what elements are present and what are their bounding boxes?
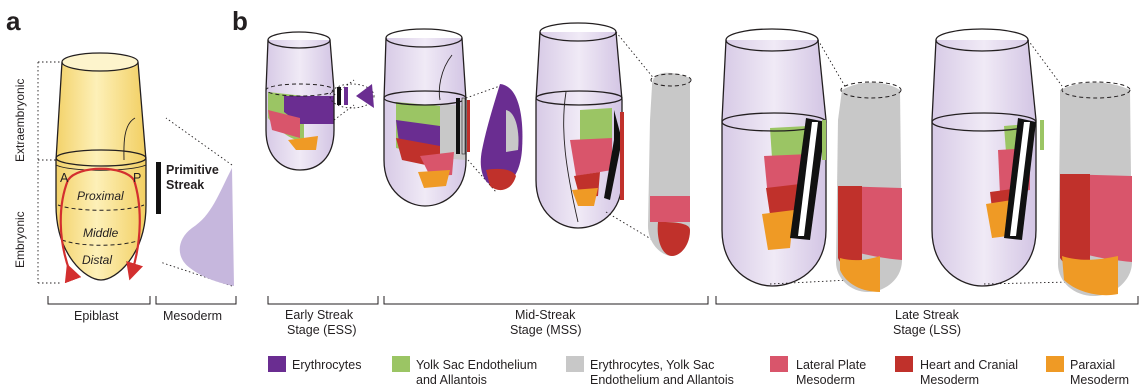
middle-label: Middle bbox=[83, 226, 119, 240]
mesoderm-label: Mesoderm bbox=[163, 309, 222, 323]
posterior-label: P bbox=[133, 171, 141, 185]
primitive-streak-label-1: Primitive bbox=[166, 163, 219, 177]
stage-ess-line1: Early Streak bbox=[285, 308, 354, 322]
legend-swatch bbox=[1046, 356, 1064, 372]
distal-label: Distal bbox=[82, 253, 112, 267]
panel-a-letter: a bbox=[6, 6, 21, 36]
embryonic-label: Embryonic bbox=[13, 211, 27, 268]
legend-item-paraxial: Paraxial Mesoderm bbox=[1046, 356, 1129, 387]
embryo-mss-1 bbox=[384, 29, 522, 206]
panel-a: a Extraembryonic Embryonic A P Proximal … bbox=[6, 6, 236, 323]
legend-label-line2: Mesoderm bbox=[796, 373, 855, 387]
stage-mss-line1: Mid-Streak bbox=[515, 308, 576, 322]
panel-b: b bbox=[232, 6, 1138, 337]
legend-label-line2: and Allantois bbox=[416, 373, 487, 387]
stage-ess-line2: Stage (ESS) bbox=[287, 323, 356, 337]
embryo-lss-1 bbox=[722, 29, 902, 292]
legend-item-lateral-plate: Lateral Plate Mesoderm bbox=[770, 356, 866, 387]
legend-swatch bbox=[268, 356, 286, 372]
legend-label-line1: Paraxial bbox=[1070, 358, 1115, 372]
legend-label-line1: Heart and Cranial bbox=[920, 358, 1018, 372]
legend-swatch bbox=[392, 356, 410, 372]
extraembryonic-label: Extraembryonic bbox=[13, 79, 27, 162]
legend-swatch bbox=[566, 356, 584, 372]
stage-mss-line2: Stage (MSS) bbox=[510, 323, 582, 337]
proximal-label: Proximal bbox=[77, 189, 124, 203]
embryo-lss-2 bbox=[932, 29, 1132, 296]
legend-label-line1: Yolk Sac Endothelium bbox=[416, 358, 537, 372]
embryo-mss-2 bbox=[536, 23, 691, 256]
legend-label-line1: Erythrocytes, Yolk Sac bbox=[590, 358, 714, 372]
legend-label-line2: Endothelium and Allantois bbox=[590, 373, 734, 387]
legend-label-line1: Erythrocytes bbox=[292, 358, 361, 372]
panel-a-egg-cylinder: A P Proximal Middle Distal bbox=[56, 53, 146, 280]
legend-item-heart-cranial: Heart and Cranial Mesoderm bbox=[895, 356, 1018, 387]
legend-item-yolk-sac: Yolk Sac Endothelium and Allantois bbox=[392, 356, 537, 387]
legend-item-erythrocytes-yolk-sac: Erythrocytes, Yolk Sac Endothelium and A… bbox=[566, 356, 734, 387]
epiblast-label: Epiblast bbox=[74, 309, 119, 323]
legend-label-line2: Mesoderm bbox=[920, 373, 979, 387]
legend-item-erythrocytes: Erythrocytes bbox=[268, 356, 361, 372]
legend-label-line2: Mesoderm bbox=[1070, 373, 1129, 387]
stage-lss-line2: Stage (LSS) bbox=[893, 323, 961, 337]
stage-lss-line1: Late Streak bbox=[895, 308, 960, 322]
legend: Erythrocytes Yolk Sac Endothelium and Al… bbox=[268, 356, 1129, 387]
legend-label-line1: Lateral Plate bbox=[796, 358, 866, 372]
legend-swatch bbox=[770, 356, 788, 372]
primitive-streak-bar bbox=[156, 162, 161, 214]
primitive-streak-label-2: Streak bbox=[166, 178, 204, 192]
legend-swatch bbox=[895, 356, 913, 372]
embryo-ess bbox=[266, 32, 374, 170]
panel-b-letter: b bbox=[232, 6, 248, 36]
anterior-label: A bbox=[60, 171, 69, 185]
